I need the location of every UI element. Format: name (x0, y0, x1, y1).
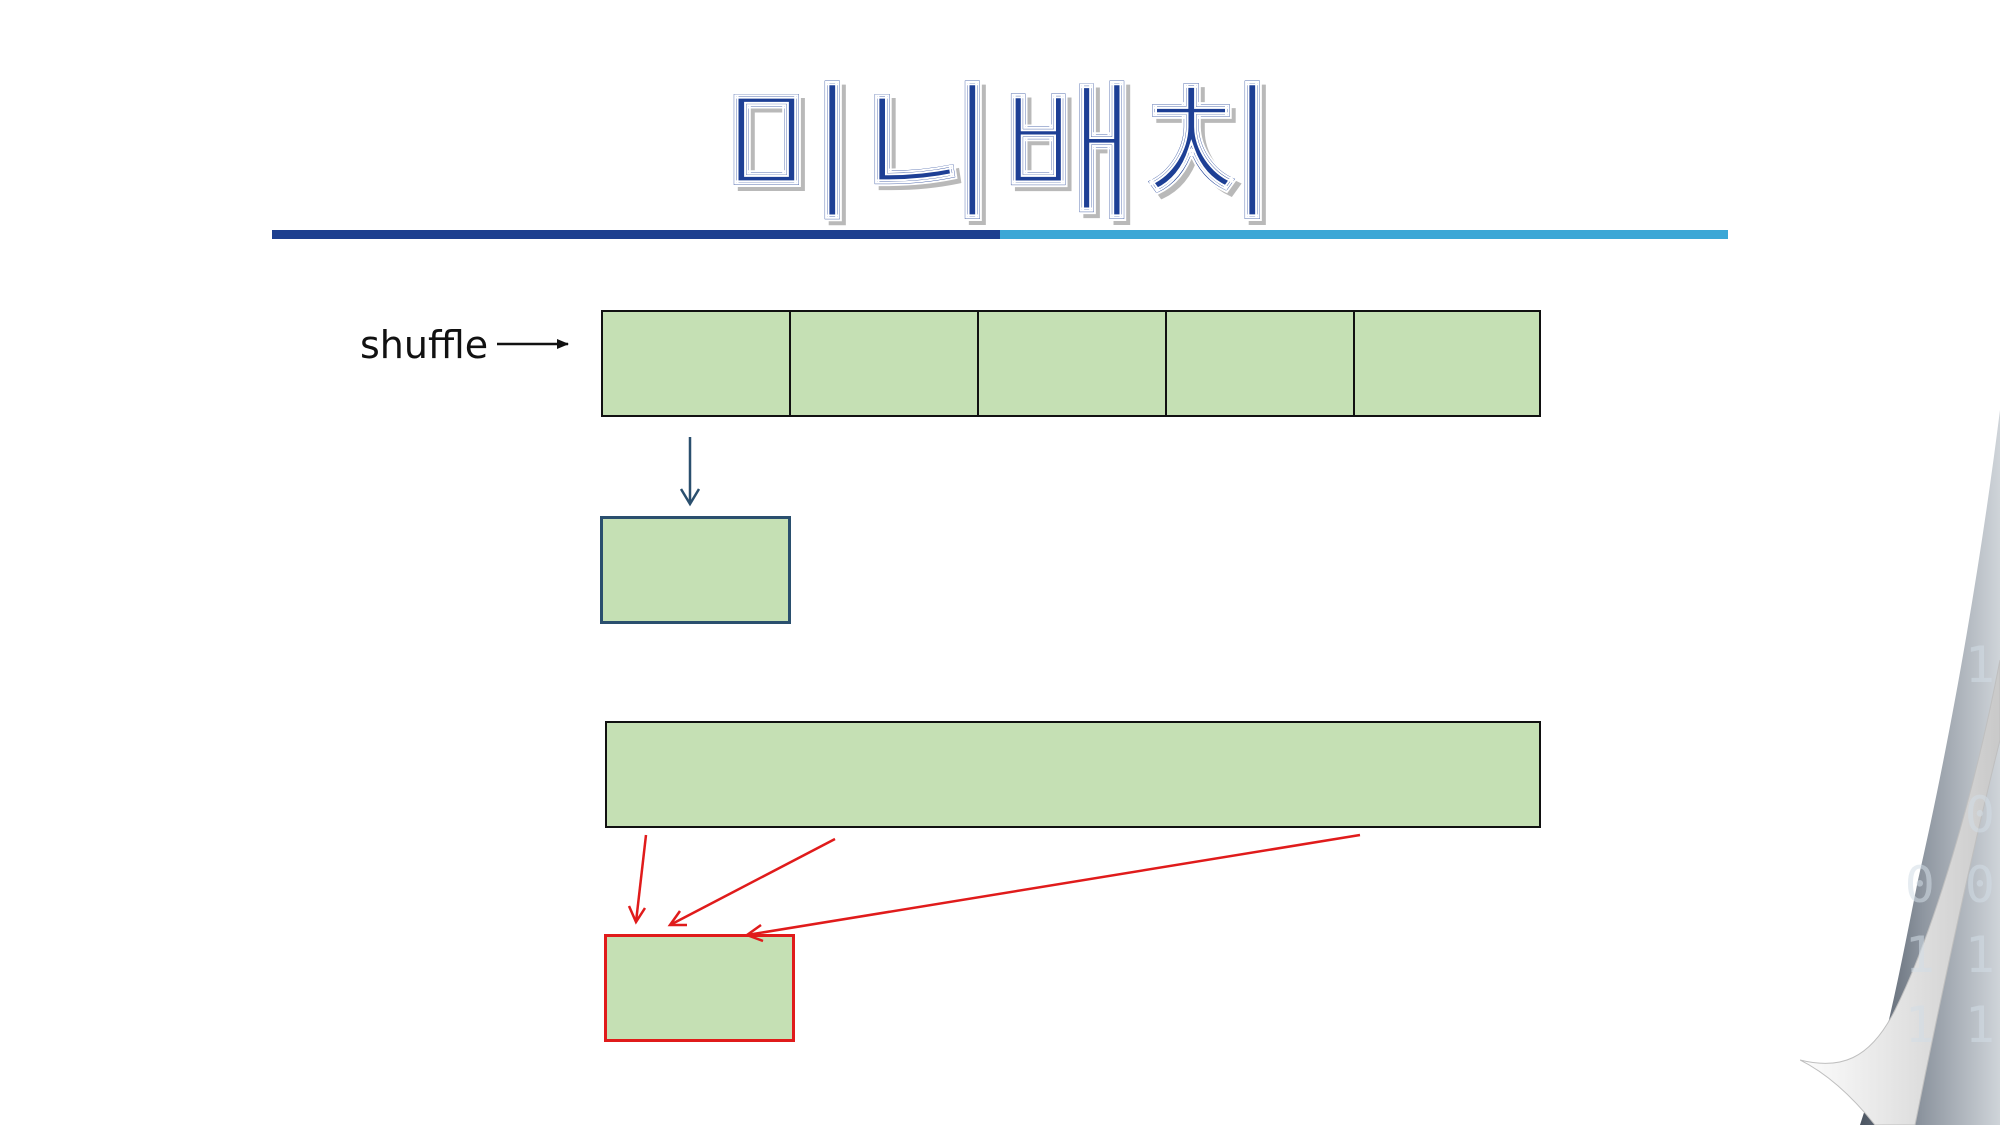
slide-title: 미니배치 (719, 68, 1280, 242)
sequential-arrow (679, 437, 701, 507)
random-arrow-1 (627, 834, 648, 925)
title-rule-light (1000, 230, 1728, 239)
sequential-minibatch (600, 516, 791, 624)
curl-digit-row: 0 0 (1904, 856, 1995, 914)
dataset-segment-3 (977, 310, 1167, 417)
dataset-segment-2 (789, 310, 979, 417)
shuffle-arrow (497, 339, 569, 349)
curl-digits: 1 0 0 0 1 1 1 1 (1880, 630, 1995, 1060)
random-minibatch (604, 934, 795, 1042)
random-arrow-2 (667, 837, 836, 927)
shuffle-label: shuffle (360, 323, 489, 367)
random-arrow-3 (744, 833, 1361, 943)
curl-digit-row: 1 1 (1904, 996, 1995, 1054)
page-curl-decoration (1800, 410, 2000, 1125)
curl-digit-row: 0 (1964, 786, 1995, 844)
dataset-segment-5 (1353, 310, 1541, 417)
curl-digit-row: 1 (1964, 636, 1995, 694)
curl-digit-row: 1 1 (1904, 926, 1995, 984)
title-rule-dark (272, 230, 1000, 239)
dataset-bar (605, 721, 1541, 828)
